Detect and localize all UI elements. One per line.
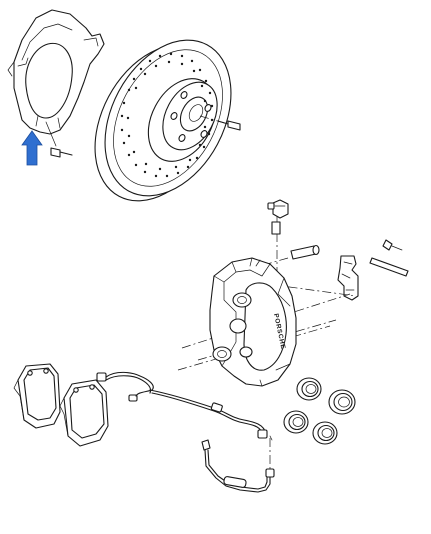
piston-seal (296, 377, 322, 401)
up-arrow-icon (21, 130, 43, 166)
brake-pad-outer (13, 363, 61, 429)
brake-line (201, 438, 275, 493)
pad-retaining-pin (369, 239, 409, 277)
shield-bolt (45, 121, 73, 158)
caliper-bolt (271, 221, 320, 260)
disc-screw (199, 115, 241, 131)
piston-seal (328, 389, 356, 415)
brake-disc-shield (7, 9, 105, 135)
disc-drill-holes (120, 52, 214, 178)
bleed-valve (267, 199, 289, 219)
brake-caliper (209, 257, 297, 387)
brake-pads (13, 363, 109, 447)
spreader-spring (337, 255, 359, 301)
brake-pad-inner (59, 379, 109, 447)
wear-sensor (96, 371, 273, 441)
drilled-brake-disc (94, 39, 232, 202)
piston-seal (312, 421, 338, 445)
piston-seal (283, 410, 309, 434)
piston-seals (283, 377, 356, 445)
